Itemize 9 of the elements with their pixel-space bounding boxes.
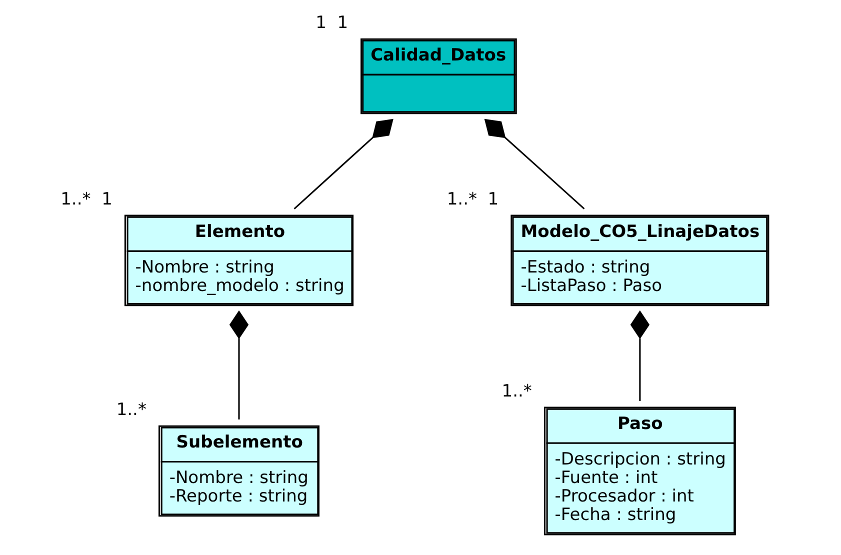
node-label: 1 1 [316, 12, 348, 33]
node-label: 1..* 1 [60, 189, 112, 210]
node-label: 1..* [502, 381, 532, 402]
node-label: 1..* 1 [446, 189, 499, 210]
node-label: 1..* [116, 400, 146, 420]
connector [484, 118, 585, 210]
connector [294, 118, 394, 210]
connector [229, 310, 249, 420]
connector [630, 310, 650, 401]
